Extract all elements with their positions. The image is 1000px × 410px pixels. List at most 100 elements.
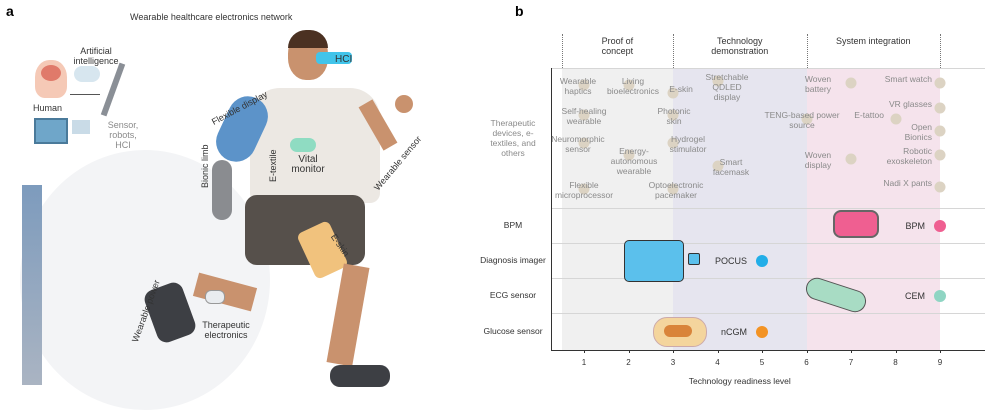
therapeutic-item-label: Optoelectronic pacemaker [648, 180, 704, 200]
stage-header: System integration [835, 36, 911, 46]
trl-dot [934, 102, 946, 114]
label-therapeutic: Therapeutic electronics [202, 320, 250, 340]
trl-dot [890, 113, 901, 125]
stage-divider [940, 34, 941, 68]
x-tick-label: 6 [804, 358, 809, 367]
people-illustration [22, 185, 42, 385]
therapeutic-item-label: Stretchable QDLED display [705, 72, 749, 102]
runner-fist [395, 95, 413, 113]
therapeutic-item-label: TENG-based power source [764, 110, 840, 130]
row-label: Glucose sensor [483, 325, 543, 336]
trl-dot [667, 137, 679, 149]
trl-dot [934, 77, 946, 89]
pocus-device-icon [624, 240, 684, 282]
therapeutic-item-label: Neuromorphic sensor [551, 134, 605, 154]
x-tick-label: 4 [715, 358, 720, 367]
y-axis-line [551, 68, 552, 350]
trl-dot [801, 113, 812, 125]
x-tick-label: 3 [670, 358, 676, 367]
x-axis-line [551, 350, 985, 351]
row-gridline [551, 68, 985, 69]
row-gridline [551, 278, 985, 279]
x-tick [895, 350, 897, 353]
therapeutic-item-label: Woven battery [804, 74, 832, 94]
vital-monitor-device [290, 138, 316, 152]
trl-dot [578, 79, 590, 91]
panel-a-title: Wearable healthcare electronics network [130, 12, 293, 22]
therapeutic-item-label: Smart facemask [712, 157, 750, 177]
device-label: nCGM [720, 326, 747, 337]
therapeutic-item-label: Self-healing wearable [561, 106, 607, 126]
therapeutic-item-label: Open Bionics [904, 122, 932, 142]
runner-hair [288, 30, 328, 48]
trl-dot [578, 109, 590, 121]
therapeutic-item-label: Photonic skin [657, 106, 691, 126]
trl-dot [623, 149, 634, 161]
row-gridline [551, 313, 985, 314]
row-label: Therapeutic devices, e-textiles, and oth… [490, 118, 536, 158]
device-label: CEM [905, 290, 925, 301]
therapeutic-item-label: VR glasses [889, 99, 932, 109]
panel-b-letter: b [515, 3, 524, 19]
x-tick [584, 350, 585, 353]
x-tick-label: 9 [937, 358, 943, 367]
trl-dot [623, 79, 634, 91]
therapeutic-item-label: Energy-autonomous wearable [610, 146, 658, 176]
x-tick [762, 350, 763, 353]
runner-shoe-front [330, 365, 390, 387]
bpm-ring-icon [833, 210, 879, 238]
ncgm-sensor-icon [664, 325, 692, 337]
stage-header: Technology demonstration [711, 36, 769, 56]
row-gridline [551, 208, 985, 209]
x-axis-title: Technology readiness level [688, 376, 791, 386]
trl-dot [578, 137, 590, 149]
label-vital-monitor: Vital monitor [291, 154, 325, 175]
x-tick [806, 350, 808, 353]
x-tick-label: 1 [581, 358, 587, 367]
trl-dot [712, 75, 723, 87]
device-label: POCUS [714, 255, 747, 266]
cloud-icon [74, 66, 100, 82]
stage-divider [673, 34, 674, 68]
trl-dot [578, 183, 590, 195]
device-dot [756, 254, 768, 267]
device-label: BPM [905, 220, 925, 231]
trl-dot [667, 183, 679, 195]
therapeutic-item-label: Robotic exoskeleton [886, 146, 932, 166]
bionic-arm [212, 160, 232, 220]
trl-dot [845, 153, 857, 165]
trl-dot [712, 160, 723, 172]
therapeutic-item-label: Living bioelectronics [607, 76, 659, 96]
therapeutic-item-label: Nadi X pants [883, 178, 932, 188]
document-icon [72, 120, 90, 134]
human-head-icon [35, 60, 67, 98]
therapeutic-item-label: Flexible microprocessor [554, 180, 614, 200]
device-dot [934, 289, 946, 302]
x-tick [673, 350, 674, 353]
double-arrow-icon [70, 94, 100, 95]
therapeutic-item-label: E-tattoo [854, 110, 884, 120]
stage-divider [806, 34, 808, 68]
therapeutic-item-label: Wearable haptics [559, 76, 597, 96]
trl-dot [667, 87, 679, 99]
vr-glasses-icon [316, 52, 352, 64]
x-tick [717, 350, 719, 353]
row-label: BPM [503, 219, 523, 230]
trl-dot [667, 109, 679, 121]
device-dot [756, 325, 768, 338]
label-hci: HCI [335, 54, 353, 65]
row-label: Diagnosis imager [480, 254, 546, 265]
x-tick-label: 5 [759, 358, 765, 367]
x-tick [940, 350, 941, 353]
x-tick [851, 350, 852, 353]
trl-dot [845, 77, 857, 89]
device-dot [934, 219, 946, 232]
therapeutic-device [205, 290, 225, 304]
x-tick-label: 8 [893, 358, 898, 367]
stage-band [673, 68, 807, 350]
x-tick-label: 2 [626, 358, 631, 367]
trl-dot [934, 149, 946, 161]
trl-dot [934, 181, 946, 193]
